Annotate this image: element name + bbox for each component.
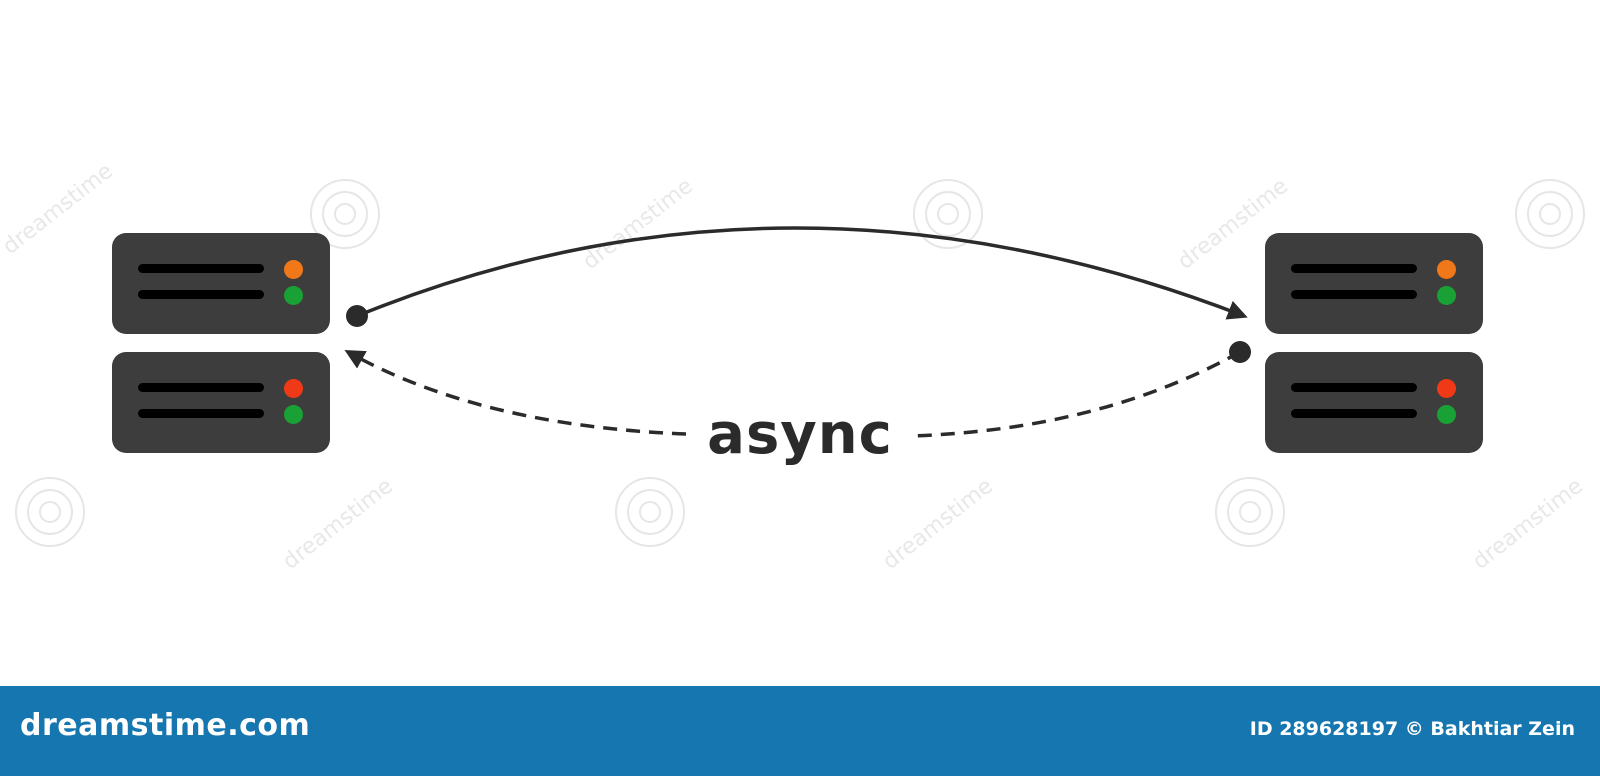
drive-slot [1291,264,1417,273]
async-label: async [707,402,893,467]
server-left-top [112,233,330,334]
status-led-green [284,286,303,305]
status-led-orange [1437,260,1456,279]
status-led-red [284,379,303,398]
async-diagram [344,226,1251,438]
footer-logo[interactable]: dreamstime.com [20,708,311,743]
drive-slot [138,409,264,418]
drive-slot [138,264,264,273]
status-led-green [284,405,303,424]
footer-credit: ID 289628197 © Bakhtiar Zein [1249,718,1575,740]
drive-slot [1291,290,1417,299]
server-left-bottom [112,352,330,453]
response-arrow-left [344,350,687,436]
server-right-bottom [1265,352,1483,453]
status-led-green [1437,405,1456,424]
footer-bar: dreamstime.com ID 289628197 © Bakhtiar Z… [0,686,1600,776]
status-led-green [1437,286,1456,305]
drive-slot [1291,409,1417,418]
server-right-top [1265,233,1483,334]
status-led-orange [284,260,303,279]
drive-slot [138,383,264,392]
request-arrow [356,226,1248,320]
drive-slot [138,290,264,299]
response-arrow-right [909,350,1241,438]
drive-slot [1291,383,1417,392]
status-led-red [1437,379,1456,398]
